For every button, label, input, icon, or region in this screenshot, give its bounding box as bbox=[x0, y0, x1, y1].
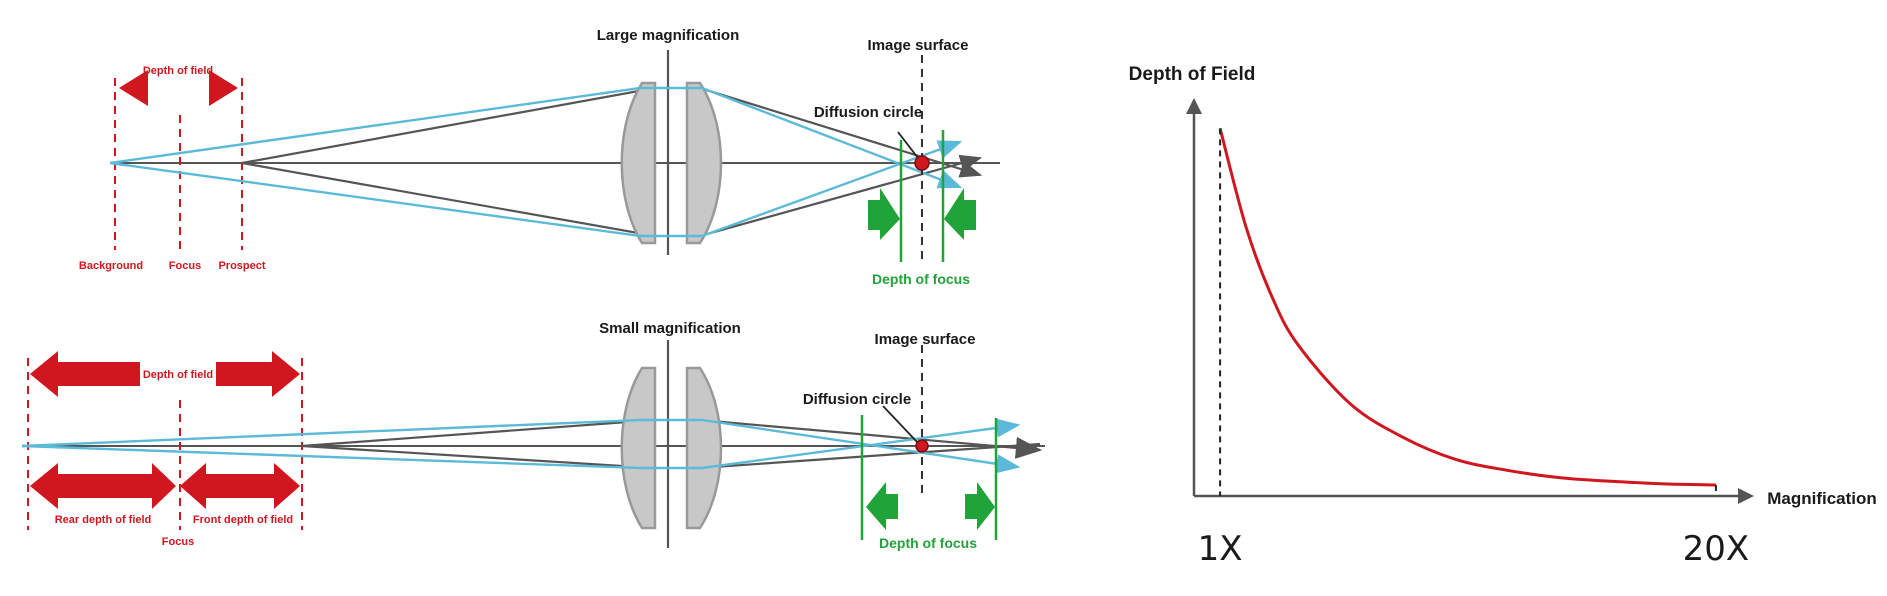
background-label: Background bbox=[79, 260, 143, 272]
ray-gray bbox=[699, 86, 983, 178]
front-dof-label: Front depth of field bbox=[193, 514, 293, 526]
focus-arrow-right bbox=[965, 482, 995, 530]
ray-blue bbox=[21, 418, 641, 448]
dof-left-arrow bbox=[30, 351, 140, 397]
top-title: Large magnification bbox=[597, 27, 740, 44]
leader-line bbox=[897, 131, 919, 159]
x-axis-arrowhead bbox=[1738, 488, 1754, 504]
diffusion-circle-dot bbox=[914, 155, 930, 171]
top-dof-label: Depth of field bbox=[143, 65, 213, 77]
dof-left-arrow bbox=[119, 70, 148, 106]
focus-arrow-left bbox=[944, 188, 976, 240]
ray-gray bbox=[699, 154, 983, 238]
rear-dof-arrow bbox=[30, 463, 176, 509]
bottom-image-surface-label: Image surface bbox=[875, 331, 976, 348]
top-image-surface-label: Image surface bbox=[868, 37, 969, 54]
bottom-dof-label: Depth of field bbox=[143, 369, 213, 381]
bottom-depth-of-focus-label: Depth of focus bbox=[879, 535, 977, 551]
ray-blue bbox=[701, 418, 1021, 474]
bottom-title: Small magnification bbox=[599, 320, 741, 337]
ray-gray bbox=[301, 418, 656, 448]
bottom-diagram: Small magnification Image surface Diffus… bbox=[21, 320, 1045, 551]
bottom-diffusion-label: Diffusion circle bbox=[803, 391, 911, 408]
rear-dof-label: Rear depth of field bbox=[55, 514, 152, 526]
lens-right bbox=[685, 366, 723, 530]
focus-arrow-left bbox=[866, 482, 898, 530]
ray-blue bbox=[21, 444, 641, 470]
ray-gray bbox=[301, 444, 656, 470]
ray-gray bbox=[699, 418, 1043, 459]
ray-gray bbox=[699, 442, 1041, 470]
y-axis-arrowhead bbox=[1186, 98, 1202, 114]
lens-right bbox=[685, 81, 723, 245]
ray-blue bbox=[701, 418, 1021, 470]
dof-curve bbox=[1218, 128, 1716, 487]
ray-blue bbox=[109, 161, 641, 238]
bottom-focus-label: Focus bbox=[162, 536, 194, 548]
lens-left bbox=[620, 81, 657, 245]
leader-line bbox=[882, 405, 918, 443]
ray-gray bbox=[241, 86, 656, 165]
front-dof-arrow bbox=[180, 463, 300, 509]
top-diagram: Large magnification Image surface Diffus… bbox=[79, 27, 1000, 287]
focus-arrow-right bbox=[868, 188, 900, 240]
lens-left bbox=[620, 366, 657, 530]
prospect-label: Prospect bbox=[218, 260, 265, 272]
ray-blue bbox=[701, 86, 963, 189]
dof-right-arrow bbox=[209, 70, 238, 106]
x-axis-label: Magnification bbox=[1767, 489, 1877, 508]
ray-blue bbox=[109, 86, 641, 165]
dof-vs-magnification-chart: Depth of Field Magnification 1X 20X bbox=[1129, 64, 1877, 569]
top-diffusion-label: Diffusion circle bbox=[814, 104, 922, 121]
top-depth-of-focus-label: Depth of focus bbox=[872, 271, 970, 287]
y-axis-label: Depth of Field bbox=[1129, 64, 1256, 85]
dof-right-arrow bbox=[216, 351, 300, 397]
x-tick-label: 20X bbox=[1683, 529, 1750, 569]
ray-gray bbox=[241, 161, 656, 238]
x-tick-label: 1X bbox=[1198, 529, 1243, 569]
diffusion-circle-dot bbox=[915, 439, 929, 453]
top-focus-label: Focus bbox=[169, 260, 201, 272]
